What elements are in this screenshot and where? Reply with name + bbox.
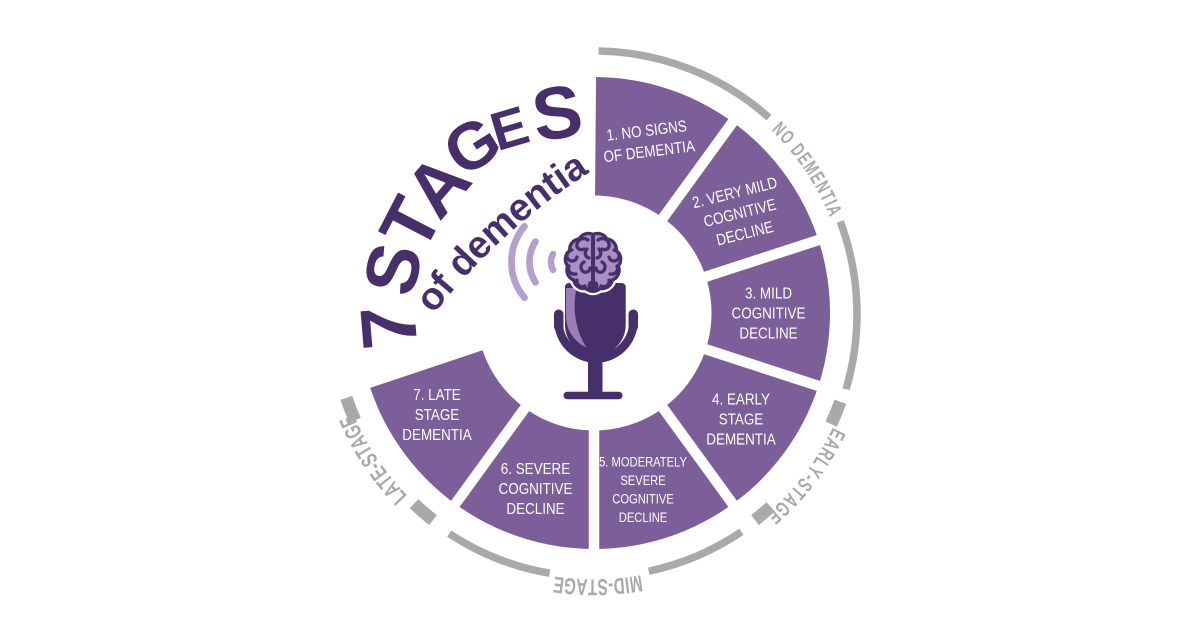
svg-text:DECLINE: DECLINE: [506, 501, 564, 518]
svg-text:DEMENTIA: DEMENTIA: [402, 427, 472, 444]
svg-text:COGNITIVE: COGNITIVE: [499, 481, 573, 498]
svg-text:7: 7: [343, 302, 434, 353]
svg-text:SEVERE: SEVERE: [620, 473, 665, 488]
svg-text:S: S: [597, 573, 608, 599]
svg-text:3. MILD: 3. MILD: [745, 285, 792, 302]
svg-text:I: I: [623, 571, 630, 597]
svg-text:STAGE: STAGE: [415, 407, 460, 424]
svg-text:6. SEVERE: 6. SEVERE: [501, 461, 571, 478]
svg-text:A: A: [576, 573, 588, 599]
svg-text:S: S: [527, 68, 588, 157]
svg-text:G: G: [563, 572, 577, 599]
svg-text:-: -: [607, 573, 614, 599]
svg-text:E: E: [552, 571, 565, 598]
svg-text:D: D: [612, 572, 625, 599]
svg-text:DECLINE: DECLINE: [739, 325, 797, 342]
svg-text:T: T: [588, 573, 597, 599]
svg-text:STAGE: STAGE: [719, 411, 764, 428]
svg-text:COGNITIVE: COGNITIVE: [732, 305, 806, 322]
svg-text:5. MODERATELY: 5. MODERATELY: [599, 454, 687, 469]
svg-text:M: M: [628, 569, 644, 597]
svg-text:DECLINE: DECLINE: [619, 510, 667, 525]
svg-text:DEMENTIA: DEMENTIA: [706, 431, 776, 448]
svg-text:COGNITIVE: COGNITIVE: [612, 491, 674, 506]
svg-text:4. EARLY: 4. EARLY: [712, 391, 770, 408]
svg-text:7. LATE: 7. LATE: [413, 387, 461, 404]
